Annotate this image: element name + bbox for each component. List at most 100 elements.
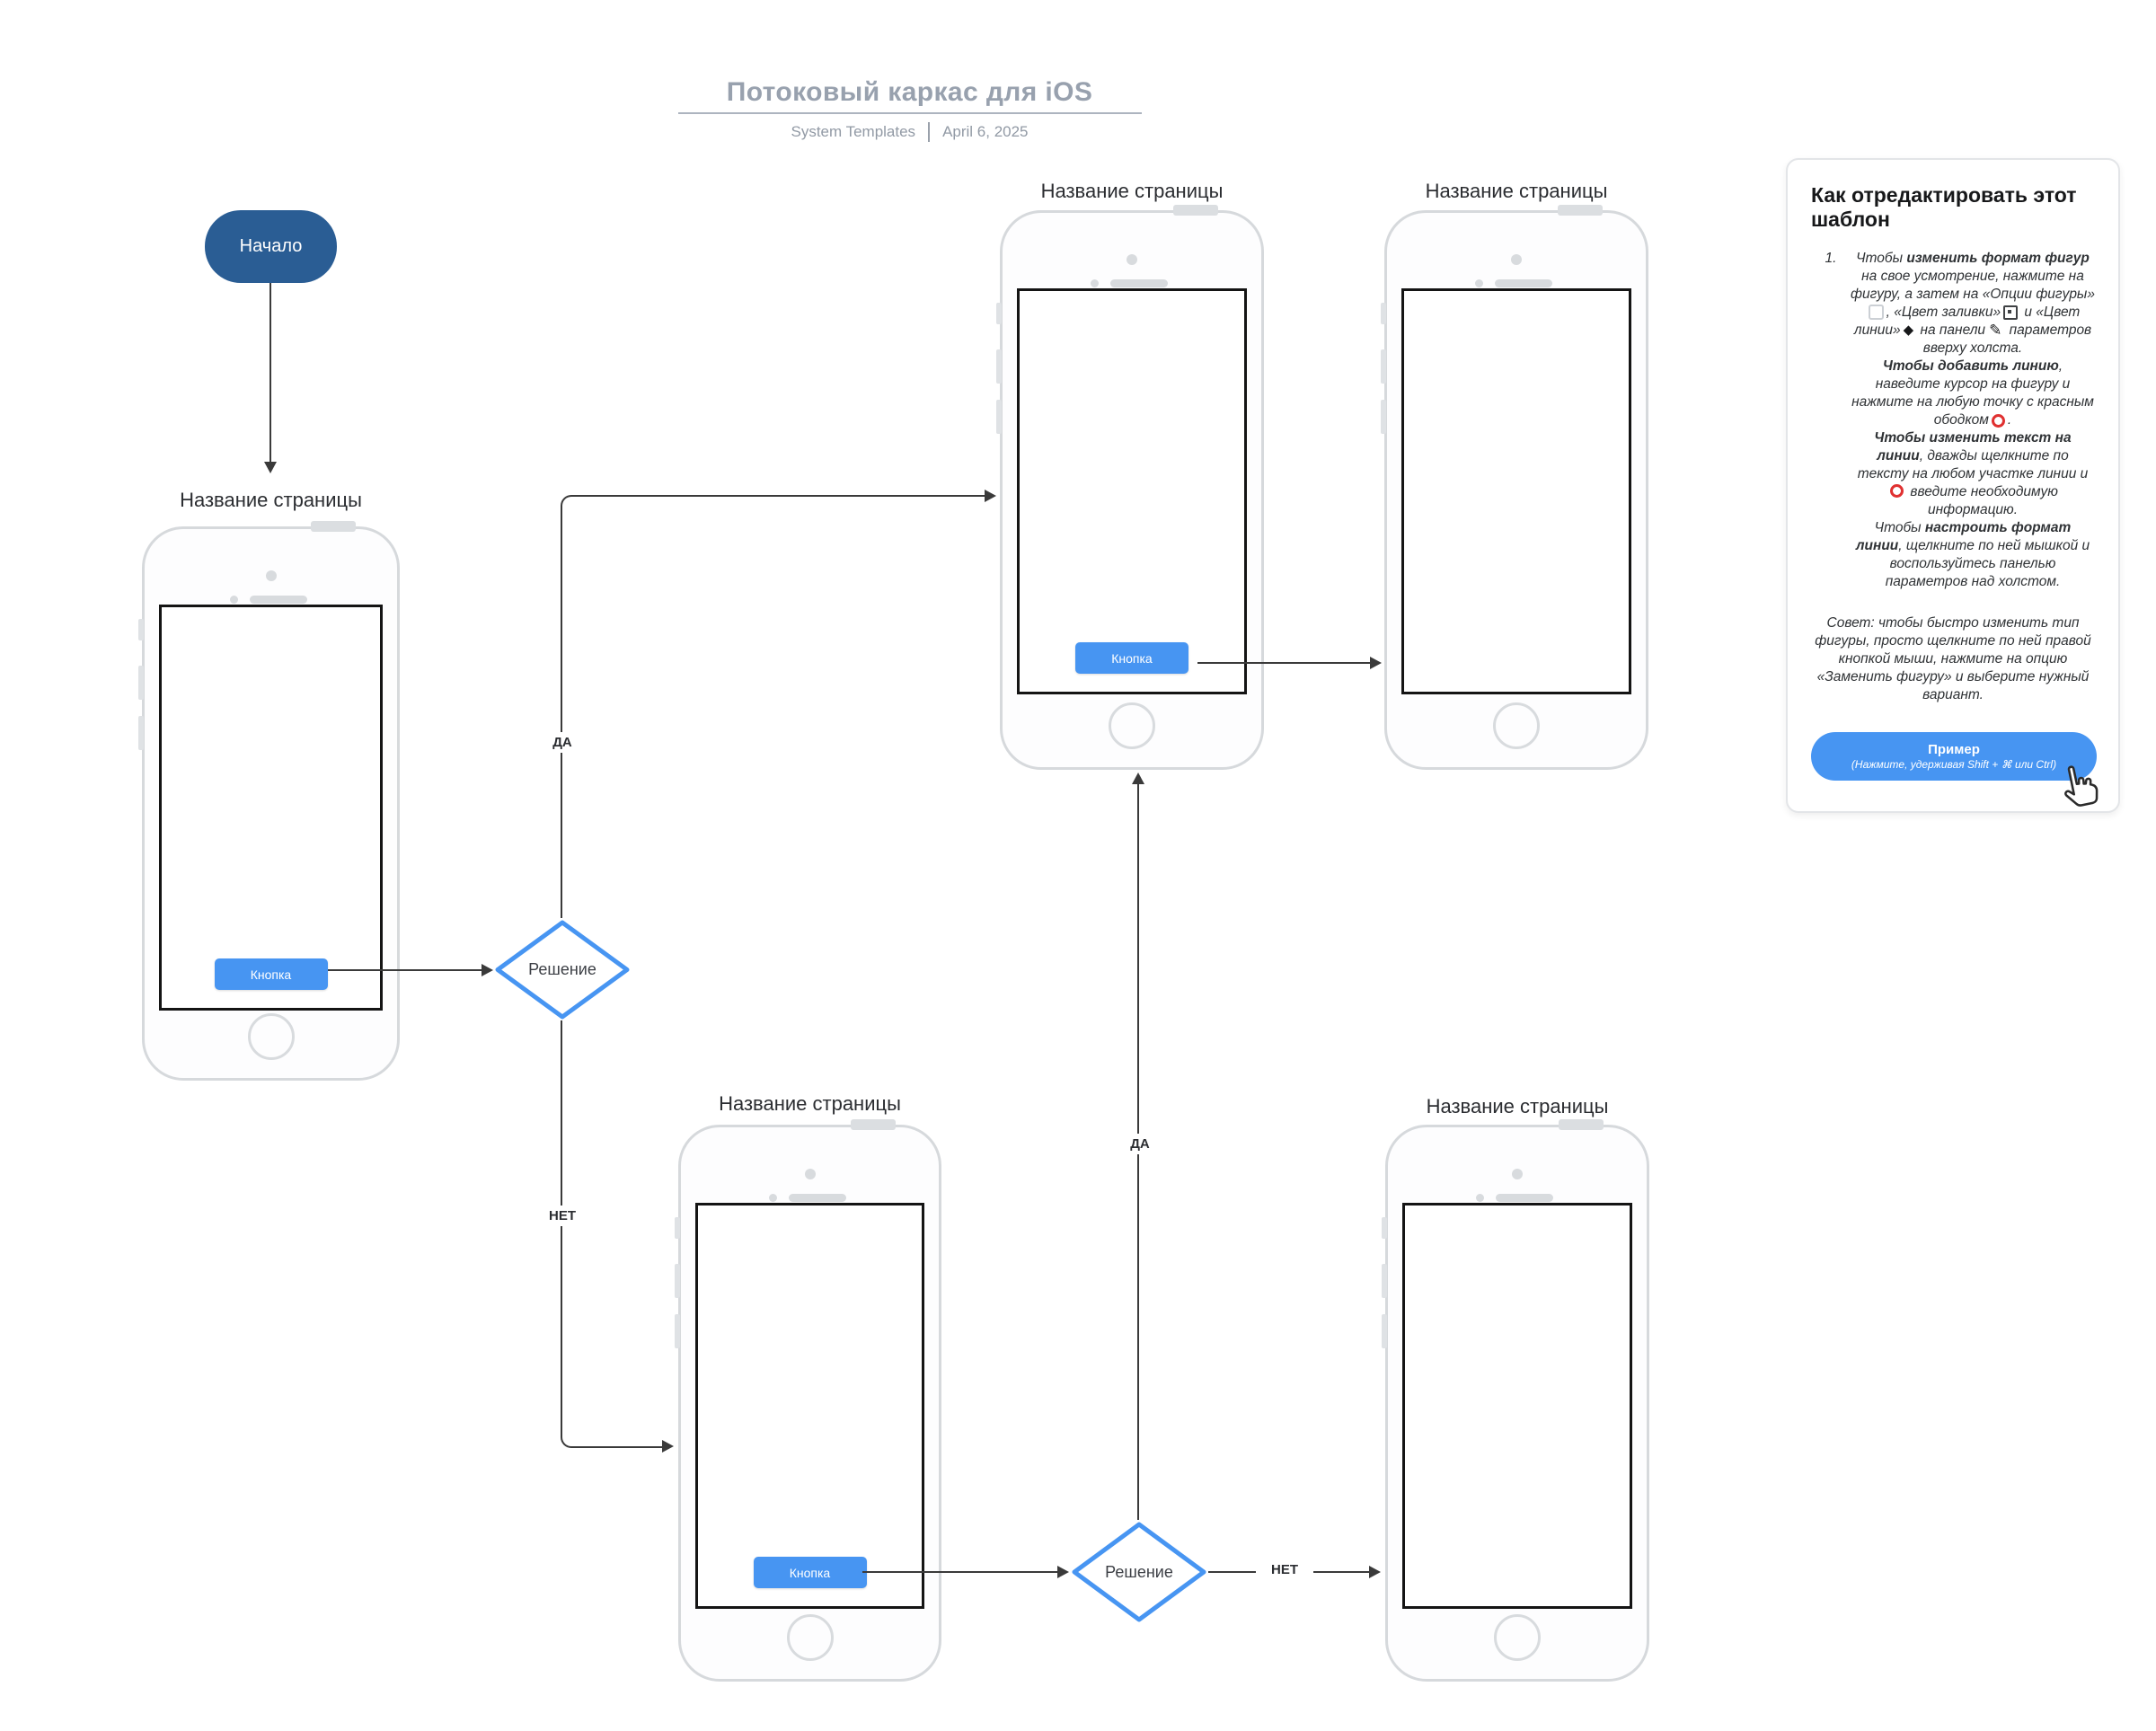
edge-label-no-2: НЕТ (1256, 1559, 1313, 1580)
page-label-5: Название страницы (1426, 1095, 1609, 1117)
arrowhead-up (1132, 773, 1144, 784)
power-button (1173, 205, 1219, 216)
volume-down-button (675, 1314, 680, 1348)
page-label-3: Название страницы (1425, 180, 1608, 202)
example-button-label: Пример (1928, 741, 1980, 757)
phone-screen-4 (695, 1203, 924, 1609)
phone-mockup-4[interactable]: Кнопка (675, 1119, 941, 1682)
mute-switch (996, 303, 1002, 324)
mute-switch (138, 619, 144, 640)
subtitle-author: System Templates (791, 123, 916, 140)
connector-decision1-no (561, 1020, 663, 1448)
instruction-paragraph-1: Чтобы изменить формат фигур на свое усмо… (1851, 251, 2095, 357)
connector-button1-to-decision1 (328, 969, 482, 971)
decision-label-2: Решение (1105, 1562, 1173, 1581)
diamond-shape (1072, 1522, 1206, 1622)
subtitle-date: April 6, 2025 (942, 123, 1029, 140)
speaker-slot (1110, 279, 1168, 287)
home-button (247, 1013, 295, 1060)
mute-switch (1382, 1217, 1387, 1239)
sensor-dot (1475, 279, 1483, 287)
power-button (311, 521, 357, 532)
edge-label-no-1: НЕТ (534, 1206, 591, 1226)
volume-up-button (675, 1264, 680, 1298)
volume-up-button (1381, 349, 1386, 384)
camera-dot (265, 570, 277, 581)
example-button[interactable]: Пример (Нажмите, удерживая Shift + ⌘ или… (1811, 732, 2097, 781)
camera-dot (1127, 254, 1137, 265)
start-node-label: Начало (239, 236, 303, 256)
page-label-1: Название страницы (180, 489, 362, 511)
phone-mockup-3[interactable] (1381, 205, 1648, 770)
red-connection-point-icon (1991, 413, 2005, 428)
arrowhead-right (482, 964, 493, 976)
mute-switch (675, 1217, 680, 1239)
title-underline (677, 112, 1142, 114)
edge-label-yes-2: ДА (1114, 1134, 1166, 1154)
volume-up-button (996, 349, 1002, 384)
phone-mockup-2[interactable]: Кнопка (996, 205, 1264, 770)
wireframe-button-4[interactable]: Кнопка (753, 1557, 867, 1588)
home-button (1493, 702, 1540, 749)
red-connection-point-icon (1890, 484, 1904, 499)
home-button (786, 1614, 834, 1661)
page-label-4: Название страницы (719, 1092, 901, 1115)
line-color-icon: ◆ (1903, 322, 1914, 338)
list-number: 1. (1825, 251, 1837, 266)
mute-switch (1381, 303, 1386, 324)
wireframe-button-1[interactable]: Кнопка (214, 958, 328, 990)
arrowhead-right (662, 1440, 674, 1453)
sensor-dot (1476, 1194, 1484, 1202)
volume-down-button (138, 716, 144, 750)
speaker-slot (788, 1194, 846, 1202)
volume-down-button (1382, 1314, 1387, 1348)
phone-screen-5 (1402, 1203, 1632, 1609)
shape-options-icon (1868, 305, 1884, 321)
phone-mockup-5[interactable] (1382, 1119, 1649, 1682)
connector-button2-to-phone3 (1197, 662, 1371, 664)
subtitle-divider (928, 122, 931, 142)
volume-down-button (1381, 400, 1386, 434)
start-node[interactable]: Начало (205, 210, 337, 283)
decision-label-1: Решение (528, 960, 596, 978)
volume-up-button (1382, 1264, 1387, 1298)
page-title: Потоковый каркас для iOS (726, 77, 1093, 107)
home-button (1494, 1614, 1541, 1661)
diamond-shape (495, 920, 630, 1020)
help-panel: Как отредактировать этот шаблон 1. Чтобы… (1786, 158, 2120, 813)
panel-heading: Как отредактировать этот шаблон (1811, 183, 2077, 231)
sensor-dot (229, 596, 238, 604)
instruction-paragraph-3: Чтобы изменить текст на линии, дважды ще… (1857, 430, 2089, 518)
page-label-2: Название страницы (1040, 180, 1224, 202)
sensor-dot (768, 1194, 777, 1202)
phone-screen-3 (1401, 288, 1631, 694)
decision-diamond-2[interactable]: Решение (1069, 1519, 1209, 1625)
speaker-slot (1495, 279, 1552, 287)
wireframe-button-2[interactable]: Кнопка (1075, 642, 1188, 674)
phone-screen-1 (159, 605, 383, 1011)
pencil-icon: ✎ (1989, 322, 2002, 339)
sensor-dot (1091, 279, 1099, 287)
decision-diamond-1[interactable]: Решение (492, 917, 632, 1022)
camera-dot (804, 1169, 816, 1179)
arrowhead-right (985, 490, 996, 502)
volume-up-button (138, 666, 144, 700)
instruction-paragraph-2: Чтобы добавить линию, наведите курсор на… (1851, 358, 2094, 428)
power-button (851, 1119, 897, 1130)
camera-dot (1512, 1169, 1523, 1179)
connector-start-to-phone1 (270, 283, 271, 463)
power-button (1559, 1119, 1604, 1130)
speaker-slot (249, 596, 307, 604)
camera-dot (1511, 254, 1522, 265)
example-button-hint: (Нажмите, удерживая Shift + ⌘ или Ctrl) (1851, 757, 2057, 771)
phone-mockup-1[interactable]: Кнопка (138, 521, 400, 1081)
arrowhead-right (1057, 1566, 1069, 1578)
edge-label-yes-1: ДА (536, 732, 588, 753)
connector-button4-to-decision2 (862, 1571, 1058, 1573)
fill-color-icon (2003, 305, 2019, 320)
volume-down-button (996, 400, 1002, 434)
panel-tip: Совет: чтобы быстро изменить тип фигуры,… (1815, 615, 2091, 703)
home-button (1109, 702, 1155, 749)
speaker-slot (1496, 1194, 1553, 1202)
